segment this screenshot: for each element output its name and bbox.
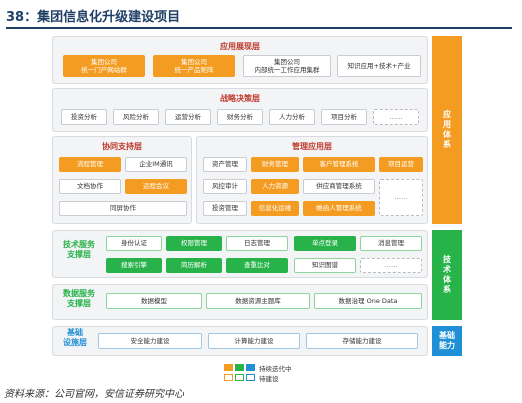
collab-item: 同屏协作 bbox=[59, 201, 187, 216]
mgmt-item: 信息化运维 bbox=[251, 201, 299, 216]
mgmt-layer-title: 管理应用层 bbox=[292, 142, 332, 151]
mgmt-item: 投资管理 bbox=[203, 201, 247, 216]
collab-layer-title: 协同支持层 bbox=[102, 142, 142, 151]
mgmt-item-more: …… bbox=[379, 179, 423, 216]
strategy-layer-title: 战略决策层 bbox=[220, 94, 260, 103]
mgmt-layer: 管理应用层 资产管理 财务管理 客户管理系统 项目运营 风控审计 人力资源 供应… bbox=[196, 136, 428, 224]
tech-item: 查重比对 bbox=[226, 258, 288, 273]
data-layer-label: 数据服务 支撑层 bbox=[63, 289, 95, 308]
tech-item-more: …… bbox=[360, 258, 422, 273]
legend-pending-label: 待建设 bbox=[259, 375, 279, 383]
strategy-item: 风险分析 bbox=[113, 109, 159, 125]
mgmt-item: 项目运营 bbox=[379, 157, 423, 172]
base-item: 安全能力建设 bbox=[98, 333, 202, 349]
page-title: 38：集团信息化升级建设项目 bbox=[6, 10, 181, 25]
app-layer: 应用展现层 集团公司 统一门户网站群 集团公司 统一产品矩阵 集团公司 内部统一… bbox=[52, 36, 428, 84]
strategy-item-more: …… bbox=[373, 109, 419, 125]
app-item-portal: 集团公司 统一门户网站群 bbox=[63, 55, 145, 77]
legend-continuous-label: 持续迭代中 bbox=[259, 365, 292, 373]
tech-item: 日志管理 bbox=[226, 236, 288, 251]
tech-item: 简历解析 bbox=[166, 258, 222, 273]
app-layer-title: 应用展现层 bbox=[220, 42, 260, 51]
data-item: 数据模型 bbox=[106, 293, 202, 309]
collab-item: 企业IM通讯 bbox=[125, 157, 187, 172]
title-underline bbox=[6, 27, 512, 29]
strategy-item: 投资分析 bbox=[61, 109, 107, 125]
tech-item: 权限管理 bbox=[166, 236, 222, 251]
mgmt-item: 财务管理 bbox=[251, 157, 299, 172]
data-item: 数据资源主题库 bbox=[206, 293, 310, 309]
data-item: 数据治理 One Data bbox=[314, 293, 422, 309]
base-capability-label: 基础 能力 bbox=[432, 326, 462, 356]
collab-layer: 协同支持层 流程管理 企业IM通讯 文档协作 远程会议 同屏协作 bbox=[52, 136, 192, 224]
mgmt-item: 资产管理 bbox=[203, 157, 247, 172]
base-item: 存储能力建设 bbox=[306, 333, 418, 349]
tech-item: 单点登录 bbox=[294, 236, 356, 251]
legend-green-filled bbox=[235, 364, 244, 371]
base-layer-label: 基础 设施层 bbox=[63, 328, 87, 347]
mgmt-item: 人力资源 bbox=[251, 179, 299, 194]
legend-orange-outline bbox=[224, 374, 233, 381]
app-item-knowledge: 知识应用+技术+产业 bbox=[337, 55, 421, 77]
mgmt-item: 风控审计 bbox=[203, 179, 247, 194]
base-item: 计算能力建设 bbox=[208, 333, 300, 349]
legend-orange-filled bbox=[224, 364, 233, 371]
mgmt-item: 供应商管理系统 bbox=[303, 179, 375, 194]
tech-item: 搜索引擎 bbox=[106, 258, 162, 273]
tech-system-label: 技术体系 bbox=[432, 230, 462, 320]
tech-item: 消息管理 bbox=[360, 236, 422, 251]
legend-blue-outline bbox=[246, 374, 255, 381]
mgmt-item: 帷函人管理系统 bbox=[303, 201, 375, 216]
strategy-item: 项目分析 bbox=[321, 109, 367, 125]
tech-item: 身份认证 bbox=[106, 236, 162, 251]
tech-layer-label: 技术服务 支撑层 bbox=[63, 240, 95, 259]
strategy-item: 财务分析 bbox=[217, 109, 263, 125]
legend-green-outline bbox=[235, 374, 244, 381]
strategy-layer: 战略决策层 投资分析 风险分析 运营分析 财务分析 人力分析 项目分析 …… bbox=[52, 88, 428, 132]
app-item-internal: 集团公司 内部统一工作应用集群 bbox=[243, 55, 331, 77]
strategy-item: 运营分析 bbox=[165, 109, 211, 125]
source-note: 资料来源：公司官网，安信证券研究中心 bbox=[4, 389, 184, 400]
collab-item: 远程会议 bbox=[125, 179, 187, 194]
app-item-product: 集团公司 统一产品矩阵 bbox=[153, 55, 235, 77]
tech-item: 知识图谱 bbox=[294, 258, 356, 273]
collab-item: 流程管理 bbox=[59, 157, 121, 172]
collab-item: 文档协作 bbox=[59, 179, 121, 194]
legend-blue-filled bbox=[246, 364, 255, 371]
app-system-label: 应用体系 bbox=[432, 36, 462, 224]
mgmt-item: 客户管理系统 bbox=[303, 157, 375, 172]
strategy-item: 人力分析 bbox=[269, 109, 315, 125]
